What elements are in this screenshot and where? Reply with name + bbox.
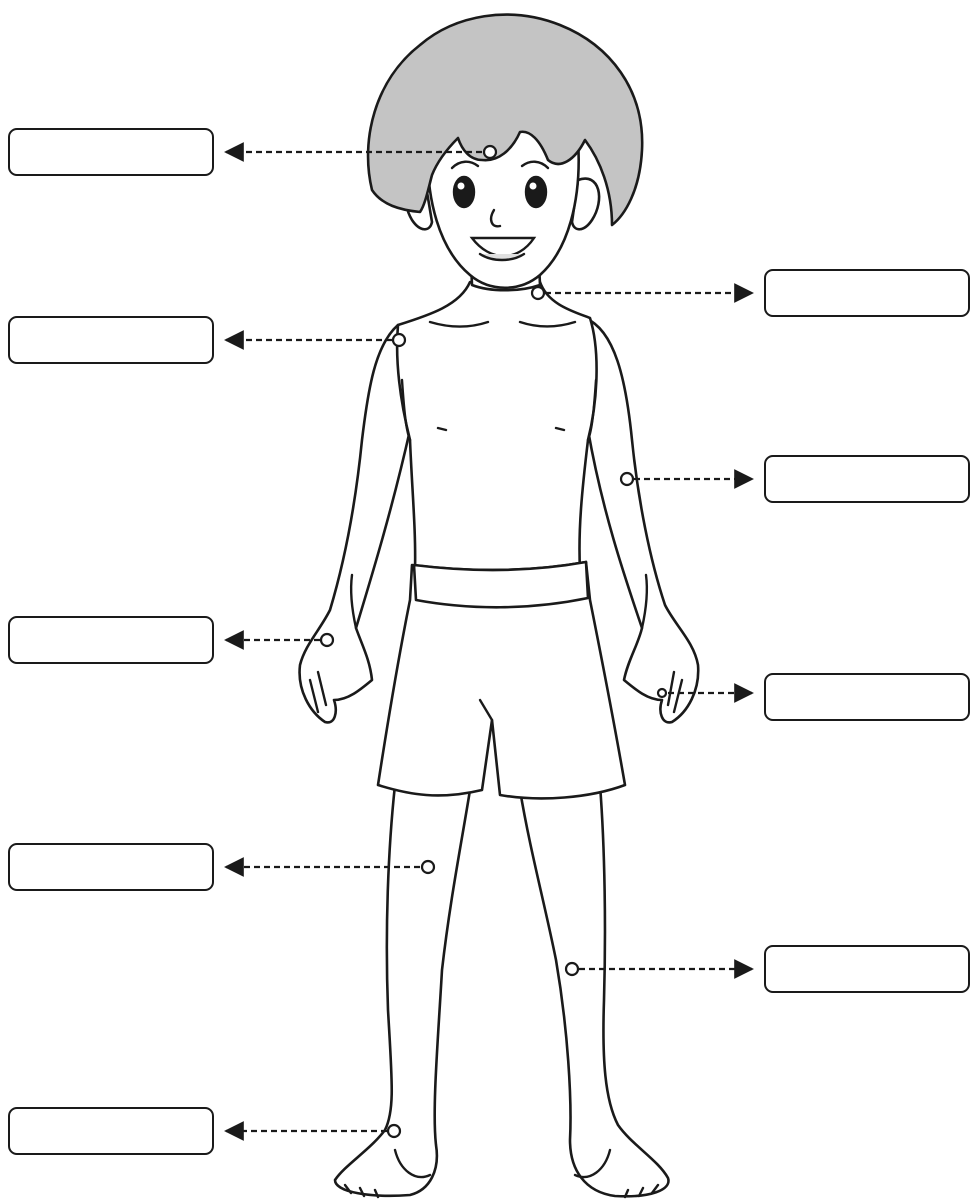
left-leg: [335, 785, 470, 1196]
label-box-right-4[interactable]: [764, 945, 970, 993]
pointer-dot-shoulder: [393, 334, 405, 346]
left-arm: [300, 325, 410, 722]
label-box-left-2[interactable]: [8, 316, 214, 364]
pointer-dot-hand: [321, 634, 333, 646]
right-leg: [520, 785, 668, 1196]
pointer-dot-finger: [658, 689, 666, 697]
label-box-right-2[interactable]: [764, 455, 970, 503]
pointer-dot-arm: [621, 473, 633, 485]
pointer-dot-knee: [422, 861, 434, 873]
label-box-left-1[interactable]: [8, 128, 214, 176]
waistband: [414, 562, 588, 607]
label-box-right-1[interactable]: [764, 269, 970, 317]
label-box-right-3[interactable]: [764, 673, 970, 721]
label-box-left-3[interactable]: [8, 616, 214, 664]
pointer-dot-head: [484, 146, 496, 158]
pointer-dot-foot: [388, 1125, 400, 1137]
label-box-left-5[interactable]: [8, 1107, 214, 1155]
label-box-left-4[interactable]: [8, 843, 214, 891]
pointer-dot-neck: [532, 287, 544, 299]
pointer-dot-leg: [566, 963, 578, 975]
